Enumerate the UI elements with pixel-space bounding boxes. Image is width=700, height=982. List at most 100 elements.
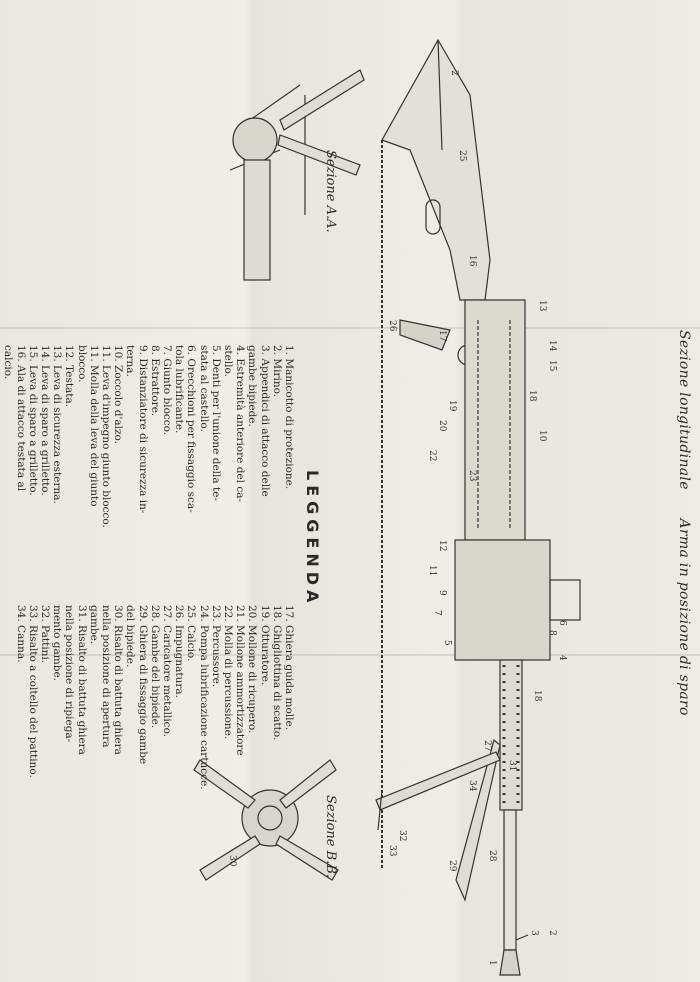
legend-entry: 21. Mollone ammortizzatore — [234, 605, 247, 756]
legend-entry: 9. Distanziatore di sicurezza in- — [136, 345, 149, 514]
legend-entry: mento gambe. — [51, 605, 64, 682]
legend-entry: stata al castello. — [197, 345, 210, 432]
feed-block — [454, 539, 551, 661]
legend-entry: 33. Risalto a coltello del pattino. — [26, 605, 39, 778]
callout-number: 13 — [537, 300, 547, 312]
legend-entry: 30. Risalto di battuta ghiera — [112, 605, 125, 755]
bipod-leg-2 — [375, 751, 501, 811]
pistol-grip — [399, 319, 451, 351]
callout-number: 4 — [557, 655, 567, 661]
legend-entry: 24. Pompa lubrificazione cartucce. — [197, 605, 210, 790]
legend-entry: 19. Otturatore. — [258, 605, 271, 686]
callout-number: 19 — [447, 400, 457, 412]
callout-number: 17 — [437, 330, 447, 342]
legend-entry: tola lubrificante. — [173, 345, 186, 434]
legend-entry: 28. Gambe del bipiede. — [148, 605, 161, 729]
callout-number: 27 — [482, 740, 492, 752]
legend-entry: 27. Caricatore metallico. — [160, 605, 173, 738]
legend-entry: stello. — [221, 345, 234, 378]
legend-entry: 14. Leva di sparo a grilletto. — [38, 345, 51, 496]
legend-entry: 15. Leva di sparo a grilletto. — [26, 345, 39, 496]
callout-number: 23 — [467, 470, 477, 482]
legend-entry: 13. Leva di sicurezza esterna. — [51, 345, 64, 504]
callout-number: 34 — [467, 780, 477, 792]
legend-entry: 10. Zoccolo d'alzo. — [112, 345, 125, 444]
legend-entry: 31. Risalto di battuta ghiera — [75, 605, 88, 755]
callout-number: 1 — [487, 960, 497, 966]
legend-entry: 8. Estrattore. — [148, 345, 161, 417]
legend-entry: 25. Calcio. — [185, 605, 198, 662]
callout-number: 26 — [387, 320, 397, 332]
legend-entry: 17. Ghiera guida molle. — [283, 605, 295, 731]
stock — [381, 38, 491, 301]
section-aa-label: Sezione A.A. — [323, 150, 338, 233]
legend-entry: 22. Molla di percussione. — [221, 605, 234, 740]
callout-number: 15 — [547, 360, 557, 372]
callout-number: 8 — [547, 630, 557, 636]
front-sight — [515, 934, 529, 941]
legend-entry: 4. Estremità anteriore del ca- — [234, 345, 247, 503]
stock-slot — [425, 199, 441, 235]
legend-entry: 7. Giunto blocco. — [160, 345, 173, 436]
callout-number: 2 — [547, 930, 557, 936]
legend-entry: 32. Pattini. — [38, 605, 51, 664]
legend-entry: del bipiede. — [124, 605, 137, 668]
bipod-leg-1 — [455, 738, 501, 902]
callout-number: 31 — [507, 760, 517, 771]
section-bb-drawing — [193, 759, 339, 881]
callout-number: 14 — [547, 340, 557, 352]
legend-entry: 11. Molla della leva del giunto — [87, 345, 100, 507]
legend-entry: blocco. — [75, 345, 88, 383]
legend-entry: 34. Canna. — [14, 605, 27, 663]
callout-number: 25 — [457, 150, 467, 162]
legend-entry: terna. — [124, 345, 137, 377]
magazine-housing — [549, 579, 581, 621]
legend-entry: 16. Ala di attacco testata al — [14, 345, 27, 492]
legend-entry: 6. Orecchioni per fissaggio sca- — [185, 345, 198, 513]
muzzle — [499, 949, 521, 976]
callout-number: 22 — [427, 450, 437, 461]
fold-line — [0, 654, 700, 656]
callout-number: 32 — [397, 830, 407, 841]
callout-number: 30 — [227, 855, 237, 867]
legend-entry: 5. Denti per l'unione della te- — [209, 345, 222, 501]
butt-line — [437, 39, 443, 151]
fold-line — [0, 327, 700, 329]
legend-entry: nella posizione di ripiega- — [63, 605, 76, 743]
callout-number: 29 — [447, 860, 457, 872]
callout-number: 12 — [437, 540, 447, 551]
legend-entry: 3. Appendici di attacco delle — [258, 345, 271, 497]
section-aa-drawing — [229, 69, 365, 281]
legend-entry: 1. Manicotto di protezione. — [283, 345, 295, 490]
callout-number: 9 — [437, 590, 447, 596]
callout-number: 11 — [427, 565, 437, 576]
callout-number: 6 — [557, 620, 567, 626]
legend-entry: 23. Percussore. — [209, 605, 222, 688]
callout-number: 7 — [432, 610, 442, 616]
callout-number: 3 — [529, 930, 539, 936]
legend-entry: nella posizione di apertura — [99, 605, 112, 748]
callout-number: 10 — [537, 430, 547, 442]
callout-number: 18 — [532, 690, 542, 702]
callout-number: 20 — [437, 420, 447, 432]
legend-entry: 12. Testata. — [63, 345, 76, 408]
barrel-front — [503, 809, 517, 951]
section-bb-label: Sezione B.B. — [323, 795, 338, 879]
receiver-spring — [477, 320, 511, 530]
receiver — [464, 299, 526, 541]
legend-entry: 20. Mollone di ricupero. — [246, 605, 259, 734]
callout-number: 2 — [449, 70, 459, 76]
legend-entry: 18. Ghigliottina di scatto. — [270, 605, 283, 741]
legend-column-1: 1. Manicotto di protezione.2. Mirino.3. … — [2, 345, 295, 528]
legend-entry: 29. Ghiera di fissaggio gambe — [136, 605, 149, 765]
legend-entry: calcio. — [2, 345, 15, 380]
legend-entry: gambe. — [87, 605, 100, 645]
callout-number: 16 — [467, 255, 477, 267]
legend-entry: gambe bipiede. — [246, 345, 259, 427]
callout-number: 28 — [487, 850, 497, 862]
legend-entry: 11. Leva d'impegno giunto blocco. — [99, 345, 112, 528]
legend-entry: 26. Impugnatura. — [173, 605, 186, 698]
callout-number: 18 — [527, 390, 537, 402]
